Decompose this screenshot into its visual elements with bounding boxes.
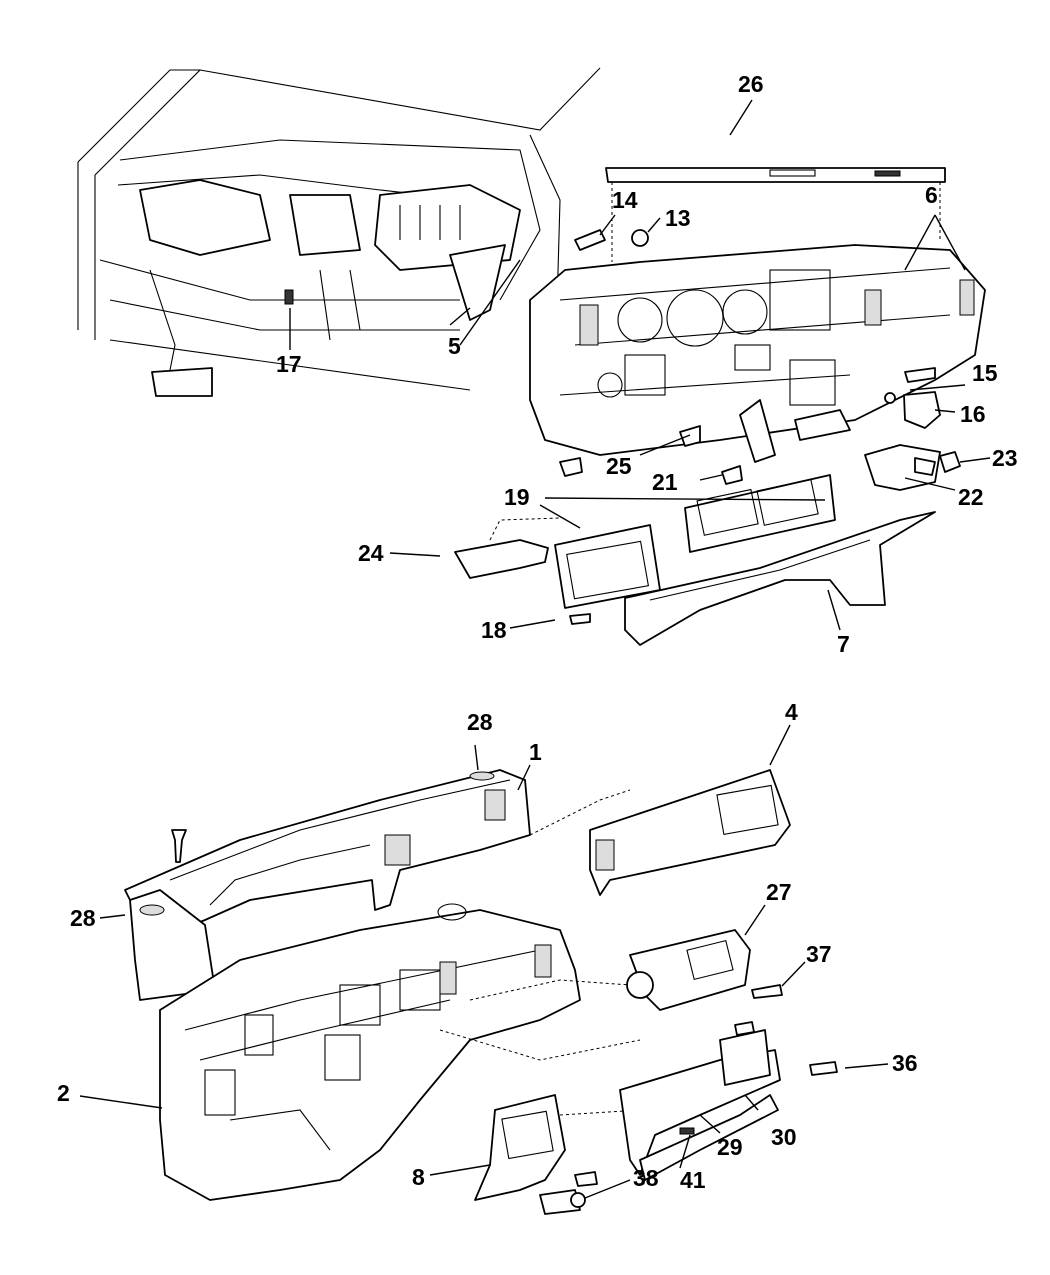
callout-41: 41 — [680, 1167, 706, 1193]
callout-26: 26 — [738, 71, 764, 97]
callout-18: 18 — [481, 617, 507, 643]
callout-23: 23 — [992, 445, 1018, 471]
callout-36: 36 — [892, 1050, 918, 1076]
callout-17: 17 — [276, 351, 302, 377]
callout-37: 37 — [806, 941, 832, 967]
callout-25: 25 — [606, 453, 632, 479]
callout-28-left: 28 — [70, 905, 96, 931]
callout-5: 5 — [448, 333, 461, 359]
dash-structure-view — [124, 769, 838, 1215]
center-bracket — [454, 539, 549, 579]
callout-24: 24 — [358, 540, 384, 566]
callout-30: 30 — [771, 1124, 797, 1150]
mounting-bracket — [864, 444, 941, 491]
vehicle-interior-view — [77, 67, 601, 397]
top-cover-pad — [124, 769, 531, 931]
lower-panel — [639, 1094, 779, 1181]
callout-22: 22 — [958, 484, 984, 510]
callout-2: 2 — [57, 1080, 70, 1106]
callout-21: 21 — [652, 469, 678, 495]
callout-27: 27 — [766, 879, 792, 905]
instrument-bezel — [589, 769, 791, 896]
callout-16: 16 — [960, 401, 986, 427]
callout-13: 13 — [665, 205, 691, 231]
defroster-strip — [605, 167, 946, 183]
callout-4: 4 — [785, 699, 798, 725]
callout-19: 19 — [504, 484, 530, 510]
callout-7: 7 — [837, 631, 850, 657]
callout-29: 29 — [717, 1134, 743, 1160]
callout-38: 38 — [633, 1165, 659, 1191]
callout-6: 6 — [925, 182, 938, 208]
cluster-assembly-view — [454, 167, 986, 646]
callout-labels: 26 14 13 6 5 17 15 16 23 25 21 22 19 24 … — [57, 71, 1018, 1193]
callout-8: 8 — [412, 1164, 425, 1190]
leader-lines — [79, 99, 991, 1199]
callout-14: 14 — [612, 187, 638, 213]
knee-bracket — [474, 1094, 566, 1201]
callout-28-top: 28 — [467, 709, 493, 735]
callout-1: 1 — [529, 739, 542, 765]
lower-cover — [624, 511, 936, 646]
callout-15: 15 — [972, 360, 998, 386]
